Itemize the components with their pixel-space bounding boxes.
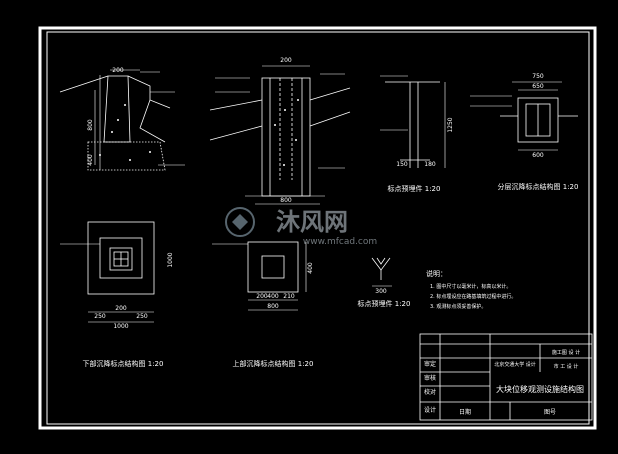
upper-plate-plan	[247, 241, 307, 311]
tb-date: 日期	[459, 408, 471, 416]
dim-lower-250b: 250	[136, 313, 148, 320]
watermark: 沐风网 www.mfcad.com	[225, 207, 377, 247]
dim-upper-400: 400	[267, 293, 279, 300]
inner-frame	[46, 31, 590, 425]
tb-dept: 市 工 设 计	[554, 363, 579, 370]
dim-embed-180: 180	[424, 161, 436, 168]
dim-lower-side: 1000	[167, 252, 174, 267]
tb-row-2: 审核	[424, 374, 436, 382]
settlement-plate-section	[500, 81, 578, 151]
dim-angle-300: 300	[375, 288, 387, 295]
dim-embed-150: 150	[396, 161, 408, 168]
notes-heading: 说明：	[426, 269, 447, 278]
title-block	[419, 333, 593, 421]
retaining-wall-section	[59, 69, 171, 171]
note-3: 3. 观测标点须妥善保护。	[430, 303, 486, 310]
note-1: 1. 图中尺寸以毫米计，标高以米计。	[430, 283, 511, 290]
tb-row-1: 审定	[424, 360, 436, 368]
dim-embed-1250: 1250	[447, 117, 454, 132]
dim-upper-200: 200	[256, 293, 268, 300]
dim-column-top: 200	[280, 57, 292, 64]
tb-stage: 施工图 设 计	[552, 349, 580, 356]
column-section	[209, 65, 351, 205]
dim-upper-210: 210	[283, 293, 295, 300]
lower-plate-plan	[87, 221, 155, 323]
tb-org: 北京交通大学 设计	[494, 361, 536, 368]
watermark-brand: 沐风网	[276, 208, 348, 236]
tb-row-3: 校对	[424, 388, 436, 396]
dim-lower-1000: 1000	[113, 323, 128, 330]
tb-row-4: 设计	[424, 406, 436, 414]
title-plate-upper: 分层沉降标点结构图 1:20	[498, 182, 579, 191]
angle-iron-detail	[371, 257, 392, 287]
dim-plate-600: 600	[532, 152, 544, 159]
dim-upper-side: 400	[307, 262, 314, 274]
dim-lower-200: 200	[115, 305, 127, 312]
watermark-url: www.mfcad.com	[303, 237, 377, 247]
dim-upper-800: 800	[267, 303, 279, 310]
dim-lower-250a: 250	[94, 313, 106, 320]
dim-top-left-400: 400	[87, 154, 94, 166]
title-lower-left: 下部沉降标点结构图 1:20	[83, 359, 164, 368]
tb-number: 图号	[544, 409, 556, 416]
title-embed-upper: 标点预埋件 1:20	[388, 184, 441, 193]
embedded-part-detail	[385, 81, 446, 168]
title-lower-mid: 标点预埋件 1:20	[358, 299, 411, 308]
dim-plate-750: 750	[532, 73, 544, 80]
tb-drawing-title: 大块位移观测设施结构图	[496, 384, 584, 394]
title-lower-center: 上部沉降标点结构图 1:20	[233, 359, 314, 368]
dim-column-bottom: 800	[280, 197, 292, 204]
note-2: 2. 标点埋设应在路基填筑过程中进行。	[430, 293, 516, 300]
dim-top-left-800: 800	[87, 119, 94, 131]
dim-top-left-200: 200	[112, 67, 124, 74]
dim-plate-650: 650	[532, 83, 544, 90]
outer-frame	[38, 26, 597, 430]
